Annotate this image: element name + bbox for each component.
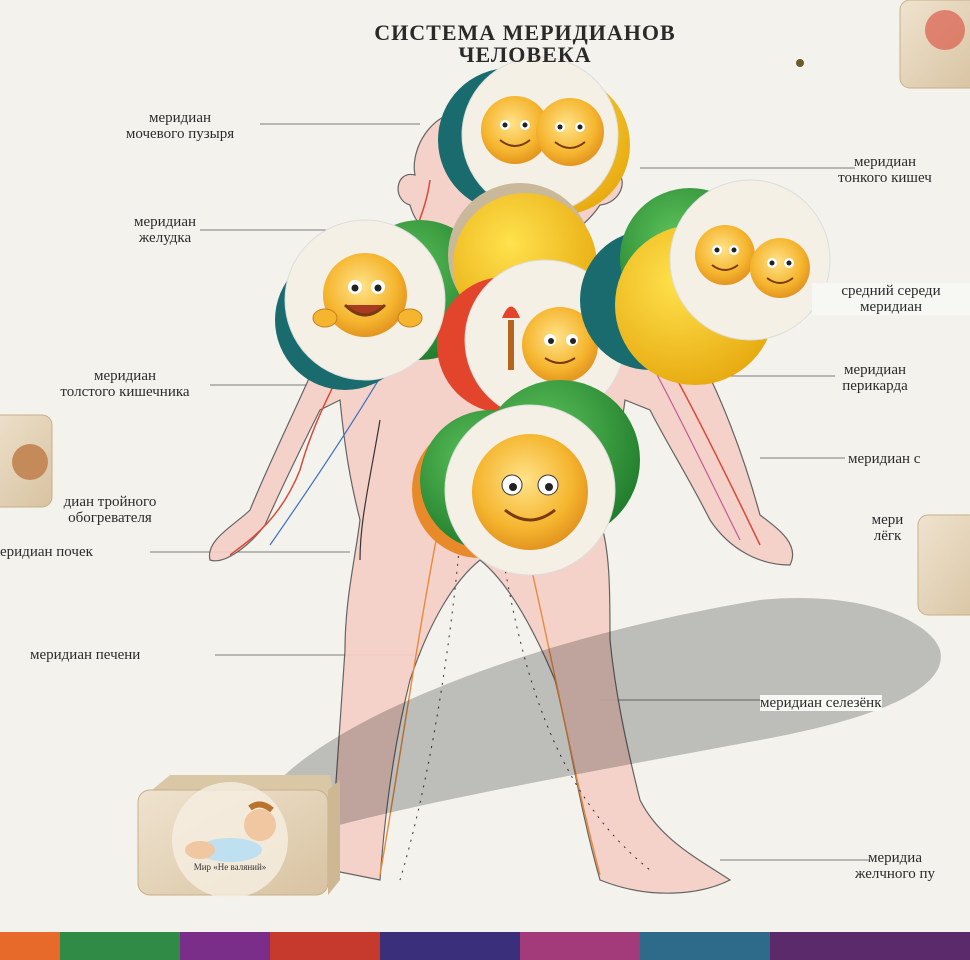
shadow <box>270 598 941 830</box>
smiley-face <box>695 225 755 285</box>
smiley-face <box>481 96 549 164</box>
label-bladder-meridian: меридиан мочевого пузыря <box>125 110 235 142</box>
wooden-die-right <box>917 514 970 616</box>
wooden-die-left <box>0 414 53 508</box>
poster-title-line2: ЧЕЛОВЕКА <box>458 42 592 67</box>
label-pericardium-meridian: меридиан перикарда <box>842 362 908 394</box>
chip-cluster-belly <box>412 380 640 576</box>
poster-title: СИСТЕМА МЕРИДИАНОВ ЧЕЛОВЕКА <box>300 22 750 66</box>
thumbs-up-smiley <box>323 253 407 337</box>
chip-cluster-right <box>580 179 831 385</box>
label-kidneys-meridian: еридиан почек <box>0 544 93 560</box>
big-smiley <box>472 434 588 550</box>
label-gallbladder-meridian: меридиа желчного пу <box>855 850 935 882</box>
wooden-die-bottom <box>137 775 340 898</box>
torch-smiley <box>522 307 598 383</box>
wooden-die-top <box>899 0 970 89</box>
label-stomach-meridian: меридиан желудка <box>133 214 197 246</box>
chip-cluster-chest <box>275 183 626 421</box>
label-triple-warmer-meridian: диан тройного обогревателя <box>63 494 157 526</box>
colorful-tablecloth <box>0 932 970 960</box>
label-leader-lines <box>150 123 870 861</box>
label-middle-meridian: средний середи меридиан <box>812 283 970 315</box>
label-heart-meridian: меридиан с <box>848 451 921 467</box>
smiley-face <box>750 238 810 298</box>
smiley-face <box>536 98 604 166</box>
label-small-intestine-meridian: меридиан тонкого кишеч <box>838 154 932 186</box>
label-lungs-meridian: мери лёгк <box>871 512 904 544</box>
chip-cluster-head <box>438 56 630 215</box>
die-caption: Мир «Не валяний» <box>193 862 267 872</box>
label-liver-meridian: меридиан печени <box>30 647 141 663</box>
poster-title-line1: СИСТЕМА МЕРИДИАНОВ <box>374 20 676 45</box>
label-large-intestine-meridian: меридиан толстого кишечника <box>60 368 190 400</box>
label-spleen-meridian: меридиан селезёнк <box>760 695 882 711</box>
